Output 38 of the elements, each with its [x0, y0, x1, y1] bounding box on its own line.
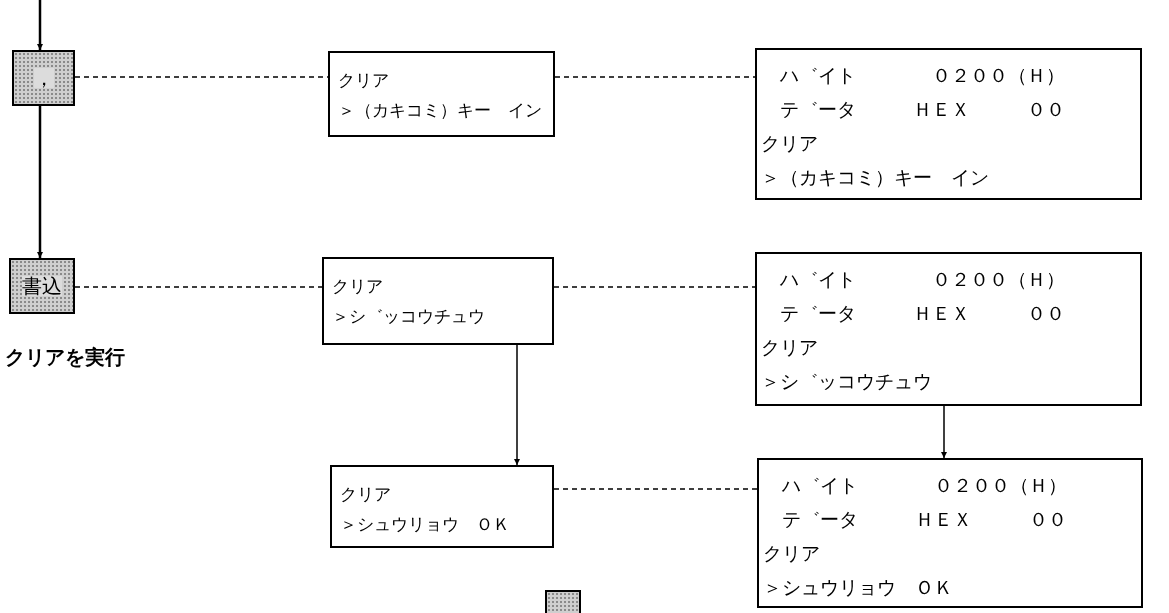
- dashed-connector: [554, 76, 756, 78]
- display-screen-box: [755, 252, 1142, 406]
- display-line: ハ゛イト ０２００（Ｈ）: [779, 63, 1065, 88]
- display-screen-box: [757, 458, 1143, 608]
- key-button: [9, 258, 75, 314]
- display-line: ＞（カキコミ）キー イン: [761, 165, 989, 190]
- display-line: クリア: [340, 483, 391, 506]
- display-line: クリア: [338, 69, 389, 92]
- display-line: クリア: [763, 541, 820, 566]
- display-line: ＞シ゛ッコウチュウ: [761, 369, 932, 394]
- display-line: ＞シュウリョウ ＯＫ: [340, 513, 510, 536]
- arrow: [514, 344, 520, 466]
- arrow: [941, 405, 947, 459]
- dashed-connector: [74, 286, 323, 288]
- display-line: テ゛ータ ＨＥＸ ００: [779, 301, 1065, 326]
- key-button: [545, 590, 581, 613]
- key-label: 書込: [22, 276, 62, 296]
- display-line: ＞シュウリョウ ＯＫ: [763, 575, 953, 600]
- key-caption: クリアを実行: [5, 344, 125, 371]
- arrow: [37, 0, 43, 50]
- display-line: ＞シ゛ッコウチュウ: [332, 305, 485, 328]
- display-screen-box: [330, 465, 554, 548]
- display-line: クリア: [761, 335, 818, 360]
- display-line: ＞（カキコミ）キー イン: [338, 99, 542, 122]
- display-screen-box: [322, 257, 554, 345]
- display-line: テ゛ータ ＨＥＸ ００: [781, 507, 1067, 532]
- display-line: ハ゛イト ０２００（Ｈ）: [781, 473, 1067, 498]
- display-line: ハ゛イト ０２００（Ｈ）: [779, 267, 1065, 292]
- display-line: クリア: [761, 131, 818, 156]
- display-screen-box: [328, 51, 555, 137]
- display-screen-box: [755, 48, 1142, 200]
- key-button: [12, 50, 75, 106]
- display-line: テ゛ータ ＨＥＸ ００: [779, 97, 1065, 122]
- dashed-connector: [553, 286, 756, 288]
- dashed-connector: [553, 488, 758, 490]
- display-line: クリア: [332, 275, 383, 298]
- key-label: ，: [33, 68, 54, 88]
- arrow: [37, 106, 43, 258]
